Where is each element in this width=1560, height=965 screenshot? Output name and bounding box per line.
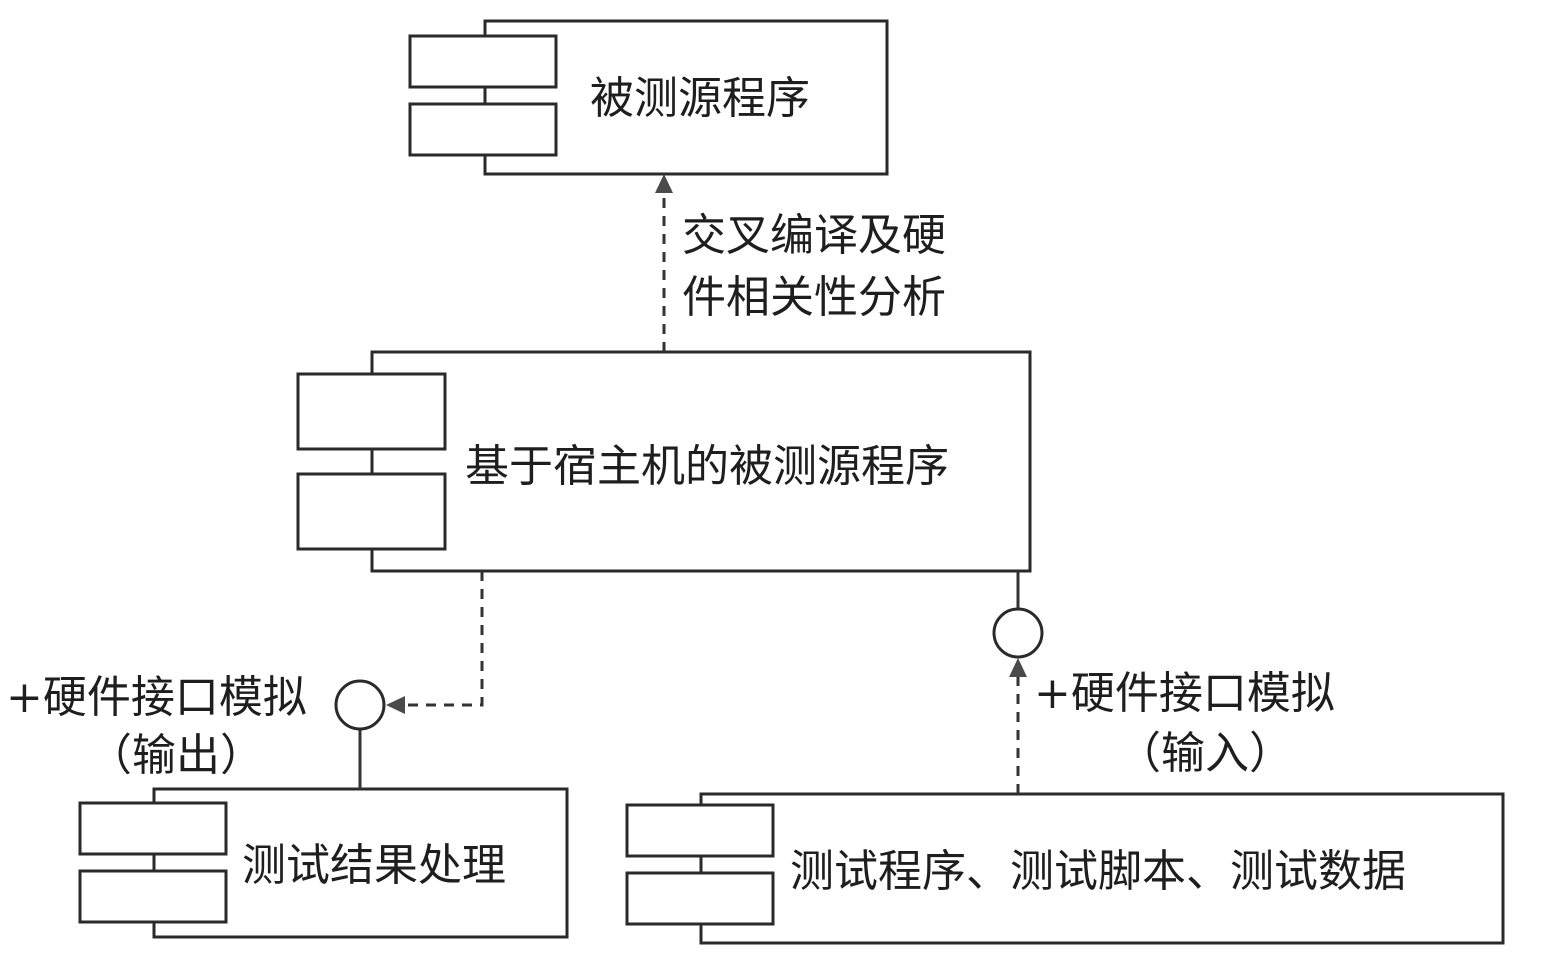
component-host-source: 基于宿主机的被测源程序 xyxy=(296,350,1032,573)
component-icon-tab-top xyxy=(625,803,775,858)
edge-cross-compile: 交叉编译及硬 件相关性分析 xyxy=(655,174,946,352)
interface-label-line-1: +硬件接口模拟 xyxy=(6,672,307,723)
arrowhead-icon xyxy=(1009,658,1027,677)
component-test-assets: 测试程序、测试脚本、测试数据 xyxy=(625,792,1505,945)
interface-label-line-2: （输入） xyxy=(1117,728,1293,779)
component-target-source: 被测源程序 xyxy=(408,19,889,176)
component-icon-tab-top xyxy=(78,801,228,856)
interface-circle-icon xyxy=(334,679,386,731)
component-icon-tab-top xyxy=(408,34,558,89)
component-icon-tab-bottom xyxy=(296,472,447,551)
edge-host-to-output-interface xyxy=(386,571,484,714)
component-icon-tab-bottom xyxy=(625,871,775,926)
interface-input: +硬件接口模拟 （输入） xyxy=(992,571,1335,779)
component-icon-tab-top xyxy=(296,372,447,451)
component-label: 被测源程序 xyxy=(590,73,810,124)
component-label: 测试结果处理 xyxy=(242,840,506,891)
edge-label-line-1: 交叉编译及硬 xyxy=(682,210,946,261)
component-label: 基于宿主机的被测源程序 xyxy=(465,441,949,492)
edge-test-assets-to-input-interface xyxy=(1009,658,1027,794)
arrowhead-icon xyxy=(655,174,673,193)
component-body xyxy=(370,350,1032,573)
interface-circle-icon xyxy=(992,607,1044,659)
component-icon-tab-bottom xyxy=(408,102,558,157)
interface-output: +硬件接口模拟 （输出） xyxy=(6,672,386,789)
dashed-dependency-line xyxy=(405,571,484,707)
arrowhead-icon xyxy=(386,696,405,714)
component-icon-tab-bottom xyxy=(78,869,228,924)
interface-label-line-2: （输出） xyxy=(88,730,264,781)
component-result-processing: 测试结果处理 xyxy=(78,787,569,939)
component-label: 测试程序、测试脚本、测试数据 xyxy=(790,846,1406,897)
component-body xyxy=(699,792,1505,945)
edge-label-line-2: 件相关性分析 xyxy=(682,272,946,323)
interface-label-line-1: +硬件接口模拟 xyxy=(1034,668,1335,719)
